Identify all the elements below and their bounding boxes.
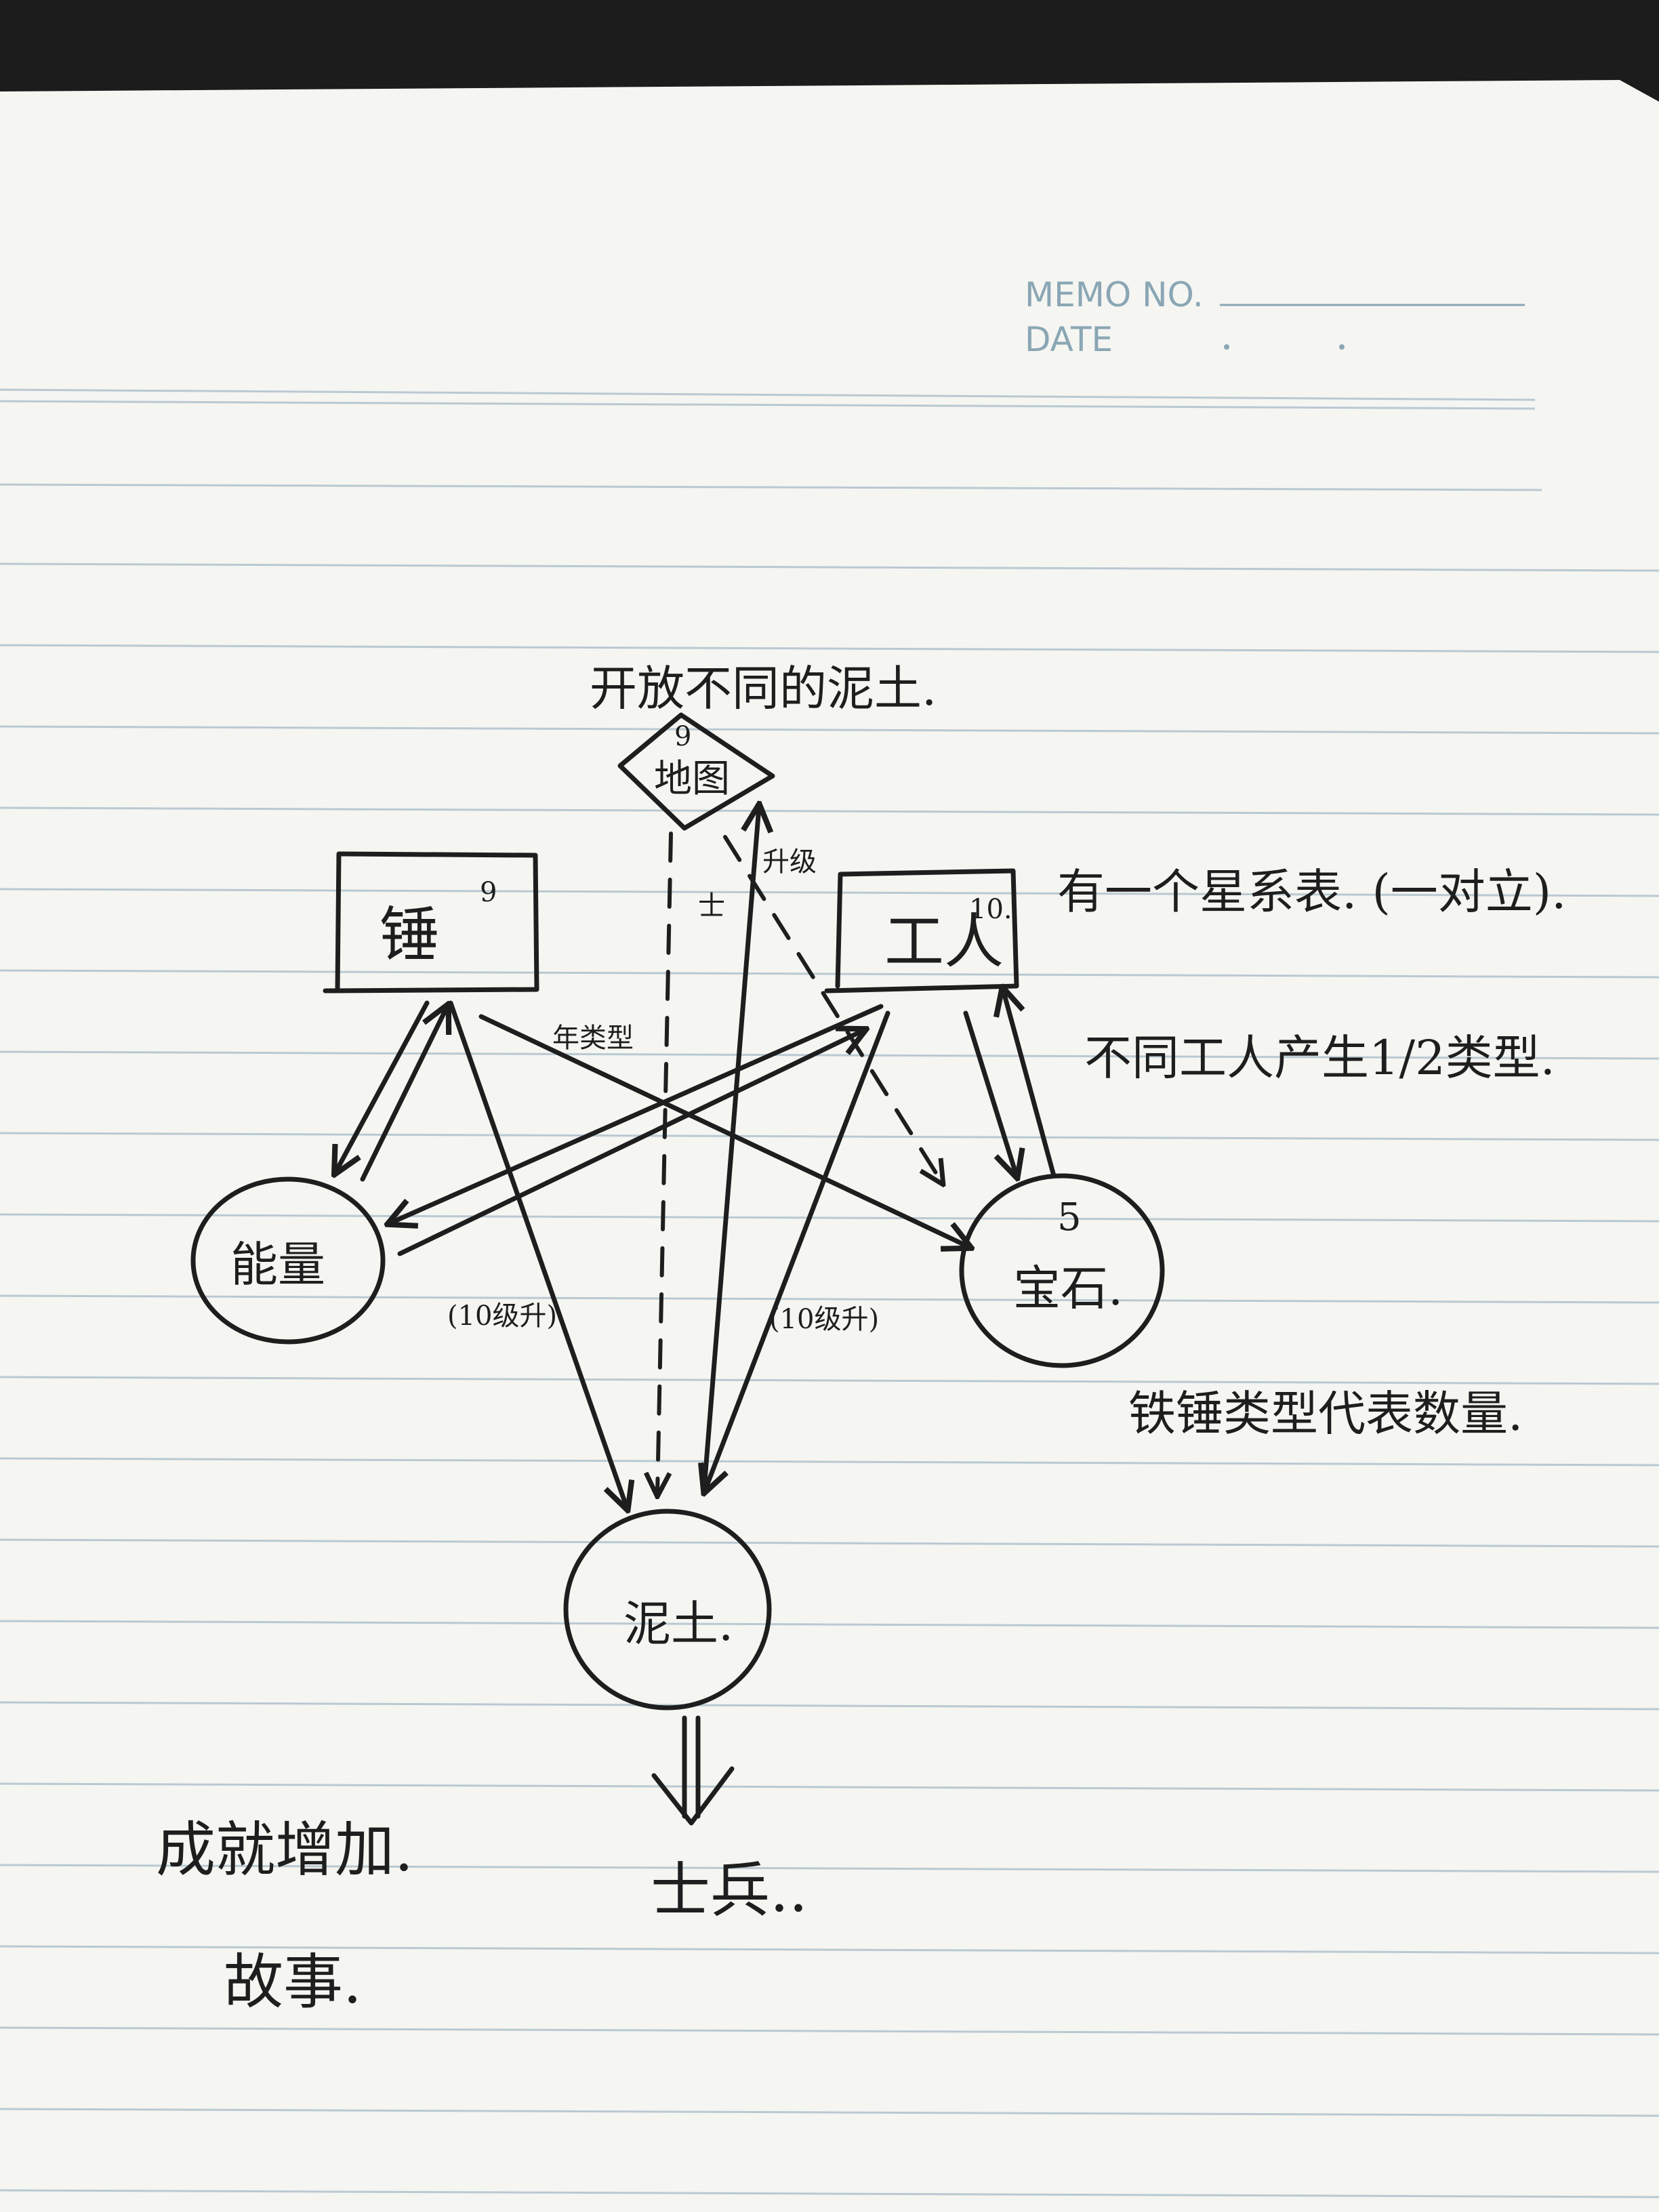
paper-sheet	[0, 80, 1659, 2212]
ruled-lines	[0, 388, 1659, 2198]
soil-circle-shape	[563, 1509, 772, 1711]
edge-worker-soil	[705, 1010, 890, 1491]
output-arrow-head	[651, 1766, 735, 1826]
edge-soil-map	[702, 806, 759, 1483]
edge-energy-worker	[397, 1030, 864, 1256]
edge-worker-energy	[390, 1004, 884, 1223]
hammer-box-shape	[323, 851, 539, 994]
edge-label-map-worker: 升级	[762, 846, 817, 878]
achievement-note: 成就增加.	[156, 1815, 413, 1885]
story-note: 故事.	[224, 1947, 362, 2017]
map-note: 开放不同的泥土.	[590, 661, 937, 716]
edge-label-hammer-gem: 年类型	[552, 1023, 634, 1054]
energy-label: 能量	[230, 1237, 325, 1292]
gem-label: 宝石.	[1013, 1261, 1123, 1316]
worker-node: 工人 10. 有一个星系表. (一对立). 不同工人产生1/2类型.	[824, 864, 1566, 1086]
hammer-number: 9	[480, 877, 497, 908]
edge-hammer-gem	[478, 1014, 969, 1247]
edge-map-gem-dashed	[723, 835, 942, 1183]
soldier-label: 士兵..	[651, 1856, 808, 1925]
edge-label-map-soil: 士	[698, 890, 725, 922]
edge-hammer-energy	[335, 1000, 430, 1172]
map-diamond-shape	[617, 712, 775, 831]
edge-map-soil-dashed	[657, 832, 673, 1494]
gem-node: 5 宝石. 铁锤类型代表数量.	[959, 1173, 1523, 1441]
edge-energy-hammer	[360, 1006, 447, 1182]
worker-note-1: 有一个星系表. (一对立).	[1057, 864, 1566, 920]
gem-number: 5	[1057, 1195, 1082, 1240]
edge-gem-worker	[1003, 989, 1057, 1179]
hammer-label: 锤	[380, 900, 439, 970]
edges	[335, 806, 1057, 1826]
edge-worker-gem	[963, 1010, 1017, 1176]
worker-box-shape	[824, 868, 1019, 994]
date-dot	[1339, 344, 1345, 350]
worker-number: 10.	[969, 894, 1012, 925]
date-dot	[1224, 344, 1229, 350]
worker-label: 工人	[884, 907, 1004, 977]
soil-label: 泥土.	[623, 1596, 733, 1652]
energy-node: 能量	[190, 1176, 386, 1345]
gem-note: 铁锤类型代表数量.	[1128, 1386, 1523, 1441]
date-label: DATE	[1025, 320, 1113, 359]
edge-label-worker-soil: (10级升)	[769, 1304, 879, 1335]
soil-node: 泥土.	[563, 1509, 772, 1711]
energy-circle-shape	[190, 1176, 386, 1345]
edge-label-hammer-soil: (10级升)	[447, 1300, 557, 1332]
worker-note-2: 不同工人产生1/2类型.	[1084, 1030, 1555, 1086]
map-node: 开放不同的泥土. 9 地图	[590, 661, 937, 831]
map-label: 地图	[654, 757, 730, 801]
map-number: 9	[674, 721, 691, 752]
gem-circle-shape	[959, 1173, 1165, 1368]
hammer-node: 锤 9	[323, 851, 539, 994]
memo-no-label: MEMO NO.	[1025, 275, 1204, 314]
edge-hammer-soil	[448, 1000, 627, 1508]
